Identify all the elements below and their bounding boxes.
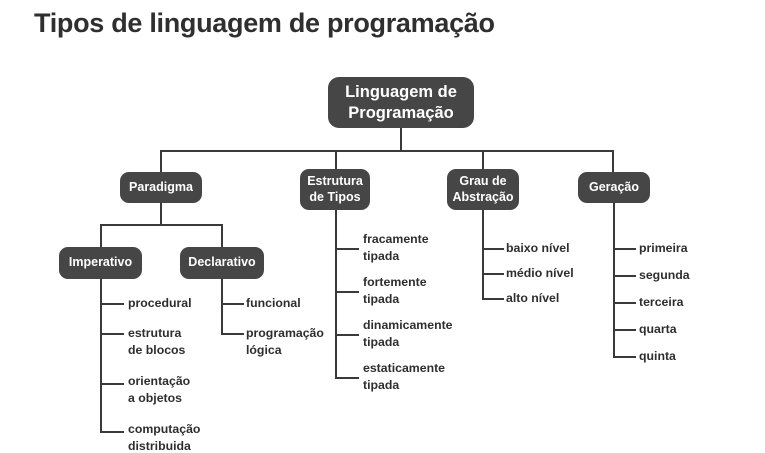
- connector-estrutura-spine: [335, 210, 337, 378]
- connector-drop-imperativo: [100, 224, 102, 248]
- leaf-declarativo-2: programação lógica: [246, 326, 324, 358]
- leaf-geracao-4: quarta: [639, 322, 677, 336]
- node-label: Grau de Abstração: [452, 174, 514, 204]
- connector-declarativo-tick-2: [221, 333, 244, 335]
- connector-imperativo-tick-3: [100, 383, 124, 385]
- connector-geracao-tick-2: [613, 275, 636, 277]
- connector-grau-tick-3: [482, 298, 504, 300]
- connector-imperativo-spine: [100, 279, 102, 432]
- connector-estrutura-tick-1: [335, 248, 359, 250]
- connector-root-stem: [400, 128, 402, 151]
- node-paradigma: Paradigma: [120, 172, 202, 203]
- connector-grau-spine: [482, 210, 484, 299]
- connector-drop-grau-de-abstracao: [482, 150, 484, 169]
- connector-drop-geracao: [612, 150, 614, 173]
- connector-drop-declarativo: [221, 224, 223, 248]
- connector-geracao-tick-5: [613, 356, 636, 358]
- node-grau-de-abstracao: Grau de Abstração: [447, 169, 519, 210]
- leaf-imperativo-3: orientação a objetos: [128, 374, 191, 406]
- connector-estrutura-tick-4: [335, 377, 359, 379]
- connector-geracao-tick-4: [613, 329, 636, 331]
- connector-estrutura-tick-3: [335, 334, 359, 336]
- leaf-grau-3: alto nível: [506, 291, 560, 305]
- node-label: Paradigma: [129, 179, 193, 194]
- node-label: Linguagem de Programação: [345, 83, 457, 122]
- connector-level2-bar: [160, 150, 614, 152]
- connector-imperativo-tick-1: [100, 303, 124, 305]
- leaf-estrutura-2: fortemente tipada: [363, 275, 427, 307]
- node-label: Imperativo: [68, 255, 133, 270]
- connector-drop-paradigma: [160, 150, 162, 173]
- node-geracao: Geração: [578, 172, 650, 203]
- leaf-estrutura-3: dinamicamente tipada: [363, 318, 453, 350]
- leaf-estrutura-1: fracamente tipada: [363, 232, 429, 264]
- leaf-geracao-1: primeira: [639, 241, 688, 255]
- node-label: Geração: [588, 179, 640, 194]
- node-imperativo: Imperativo: [59, 247, 142, 279]
- leaf-imperativo-1: procedural: [128, 296, 192, 310]
- connector-declarativo-spine: [221, 279, 223, 334]
- leaf-grau-1: baixo nível: [506, 241, 570, 255]
- connector-imperativo-tick-2: [100, 333, 124, 335]
- connector-declarativo-tick-1: [221, 303, 244, 305]
- node-estrutura-de-tipos: Estrutura de Tipos: [300, 169, 370, 210]
- leaf-declarativo-1: funcional: [246, 296, 301, 310]
- leaf-estrutura-4: estaticamente tipada: [363, 361, 446, 393]
- leaf-geracao-3: terceira: [639, 295, 684, 309]
- connector-imperativo-tick-4: [100, 431, 124, 433]
- connector-grau-tick-1: [482, 248, 504, 250]
- connector-geracao-spine: [613, 203, 615, 357]
- connector-estrutura-tick-2: [335, 291, 359, 293]
- node-declarativo: Declarativo: [180, 247, 264, 279]
- node-linguagem-de-programacao: Linguagem de Programação: [328, 77, 474, 128]
- connector-geracao-tick-3: [613, 302, 636, 304]
- page-title: Tipos de linguagem de programação: [34, 8, 495, 38]
- leaf-geracao-5: quinta: [639, 349, 676, 363]
- connector-drop-estrutura-de-tipos: [335, 150, 337, 169]
- node-label: Declarativo: [188, 255, 256, 270]
- connector-grau-tick-2: [482, 273, 504, 275]
- connector-geracao-tick-1: [613, 248, 636, 250]
- connector-paradigma-stem: [160, 203, 162, 225]
- node-label: Estrutura de Tipos: [307, 174, 363, 204]
- leaf-imperativo-2: estrutura de blocos: [128, 326, 186, 358]
- leaf-imperativo-4: computação distribuida: [128, 422, 201, 453]
- connector-paradigma-split-bar: [100, 224, 223, 226]
- leaf-grau-2: médio nível: [506, 266, 574, 280]
- leaf-geracao-2: segunda: [639, 268, 690, 282]
